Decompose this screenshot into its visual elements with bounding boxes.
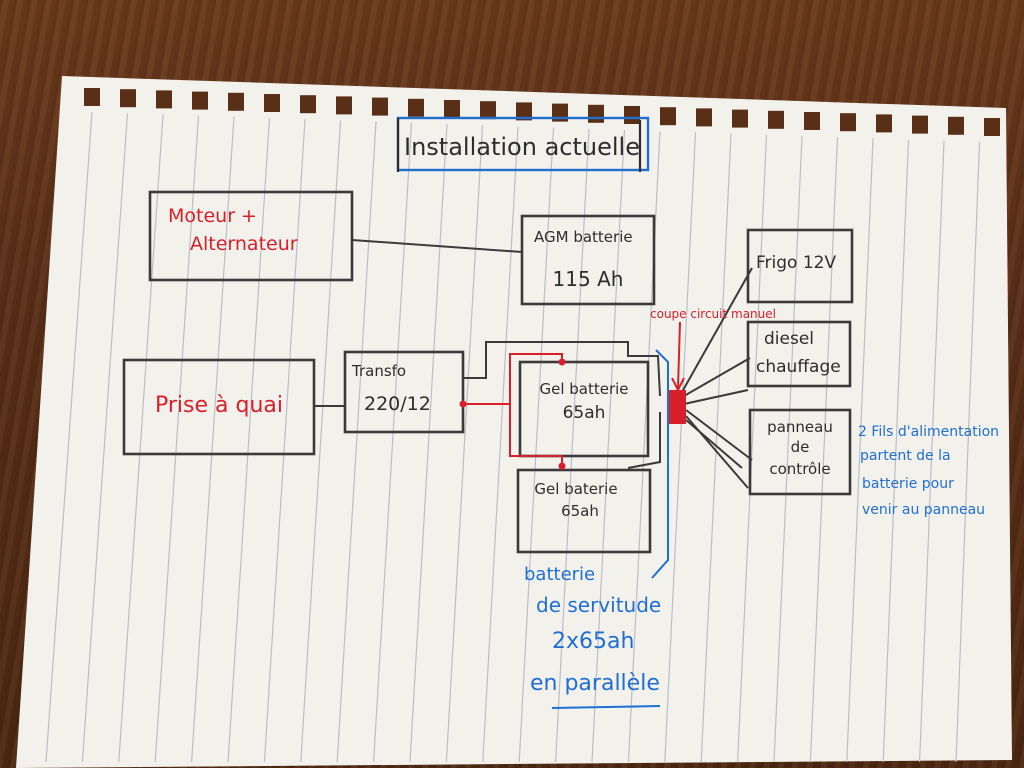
fils-note-line-1: 2 Fils d'alimentation xyxy=(858,424,999,440)
spiral-hole xyxy=(732,109,748,128)
ruling-line xyxy=(773,135,803,763)
moteur-box xyxy=(148,190,354,282)
ruling-line xyxy=(81,113,129,763)
ruling-line xyxy=(737,134,768,763)
spiral-hole xyxy=(372,97,388,116)
servitude-line-1: batterie xyxy=(524,564,595,585)
ruling-line xyxy=(263,119,306,763)
spiral-hole xyxy=(948,116,964,135)
agm-line-1: AGM batterie xyxy=(534,228,633,246)
ruling-line xyxy=(882,139,910,763)
diesel-line-1: diesel xyxy=(764,329,814,349)
panneau-line-1: panneau xyxy=(767,418,833,436)
ruling-line xyxy=(445,125,484,763)
ruling-line xyxy=(336,121,377,763)
spiral-hole xyxy=(660,107,676,126)
spiral-hole xyxy=(84,88,100,106)
ruling-line xyxy=(373,122,413,763)
spiral-hole xyxy=(300,95,316,114)
coupe-circuit-label: coupe circuit manuel xyxy=(650,307,776,321)
ruling-line xyxy=(482,126,519,763)
spiral-hole xyxy=(228,92,244,111)
spiral-hole xyxy=(408,98,424,117)
servitude-line-2: de servitude xyxy=(536,593,661,617)
prise-label: Prise à quai xyxy=(155,393,283,418)
ruling-line xyxy=(518,127,555,763)
spiral-hole xyxy=(912,115,928,134)
red-wiring: coupe circuit manuel xyxy=(459,307,776,470)
diagram-title: Installation actuelle xyxy=(396,116,650,172)
ruling-line xyxy=(591,129,626,763)
spiral-hole xyxy=(804,112,820,130)
spiral-hole xyxy=(192,91,208,110)
gel2-line-1: Gel baterie xyxy=(534,480,617,498)
panneau-box xyxy=(748,408,852,496)
spiral-hole xyxy=(264,94,280,112)
ruling-line xyxy=(846,138,874,763)
gel1-line-2: 65ah xyxy=(563,403,606,423)
moteur-line-2: Alternateur xyxy=(190,233,298,255)
ruling-line xyxy=(700,133,732,763)
spiral-hole xyxy=(768,110,784,129)
diesel-line-2: chauffage xyxy=(756,357,841,377)
ruling-line xyxy=(300,120,342,763)
gel2-box xyxy=(516,468,652,554)
ruling-line xyxy=(45,111,93,763)
frigo-box xyxy=(746,228,854,304)
spiral-hole xyxy=(588,104,604,123)
ruling-line xyxy=(809,137,839,763)
panneau-line-3: contrôle xyxy=(769,460,830,478)
panneau-line-2: de xyxy=(791,438,810,456)
transfo-line-1: Transfo xyxy=(351,362,406,380)
frigo-label: Frigo 12V xyxy=(756,253,836,273)
spiral-hole xyxy=(516,102,532,121)
fils-note-line-4: venir au panneau xyxy=(862,502,985,518)
agm-box xyxy=(520,214,656,306)
ruling-line xyxy=(664,132,697,763)
gel2-line-2: 65ah xyxy=(561,502,599,520)
ruling-line xyxy=(154,115,200,763)
spiral-hole xyxy=(336,96,352,115)
fils-note-line-3: batterie pour xyxy=(862,476,954,492)
servitude-line-3: 2x65ah xyxy=(552,629,634,654)
ruling-line xyxy=(955,141,981,763)
spiral-hole xyxy=(156,90,172,109)
box-labels: Moteur + Alternateur AGM batterie 115 Ah… xyxy=(155,205,841,520)
gel1-box xyxy=(518,360,650,458)
spiral-hole xyxy=(984,118,1000,136)
black-wiring xyxy=(314,239,753,489)
spiral-hole xyxy=(840,113,856,132)
diesel-box xyxy=(746,320,852,388)
transfo-box xyxy=(343,350,465,434)
page-ruling xyxy=(45,111,981,763)
spiral-hole xyxy=(696,108,712,127)
moteur-line-1: Moteur + xyxy=(168,205,257,227)
ruling-line xyxy=(555,128,590,763)
spiral-hole xyxy=(624,106,640,124)
ruling-line xyxy=(227,117,271,763)
ruling-line xyxy=(118,114,164,763)
torn-spiral-edge xyxy=(84,88,1000,136)
title-text: Installation actuelle xyxy=(404,133,640,161)
servitude-line-4: en parallèle xyxy=(530,671,660,696)
blue-annotations: batterie de servitude 2x65ah en parallèl… xyxy=(524,349,999,709)
spiral-hole xyxy=(876,114,892,133)
component-boxes xyxy=(122,190,854,554)
spiral-hole xyxy=(444,100,460,118)
paper-sheet xyxy=(16,76,1012,768)
ruling-line xyxy=(919,140,945,763)
spiral-hole xyxy=(480,101,496,120)
transfo-line-2: 220/12 xyxy=(364,393,431,415)
fils-note-line-2: partent de la xyxy=(860,448,951,464)
ruling-line xyxy=(191,116,235,763)
spiral-hole xyxy=(120,89,136,108)
ruling-line xyxy=(409,123,448,763)
agm-line-2: 115 Ah xyxy=(553,267,624,291)
gel1-line-1: Gel batterie xyxy=(539,380,628,398)
breaker-switch xyxy=(668,390,686,424)
